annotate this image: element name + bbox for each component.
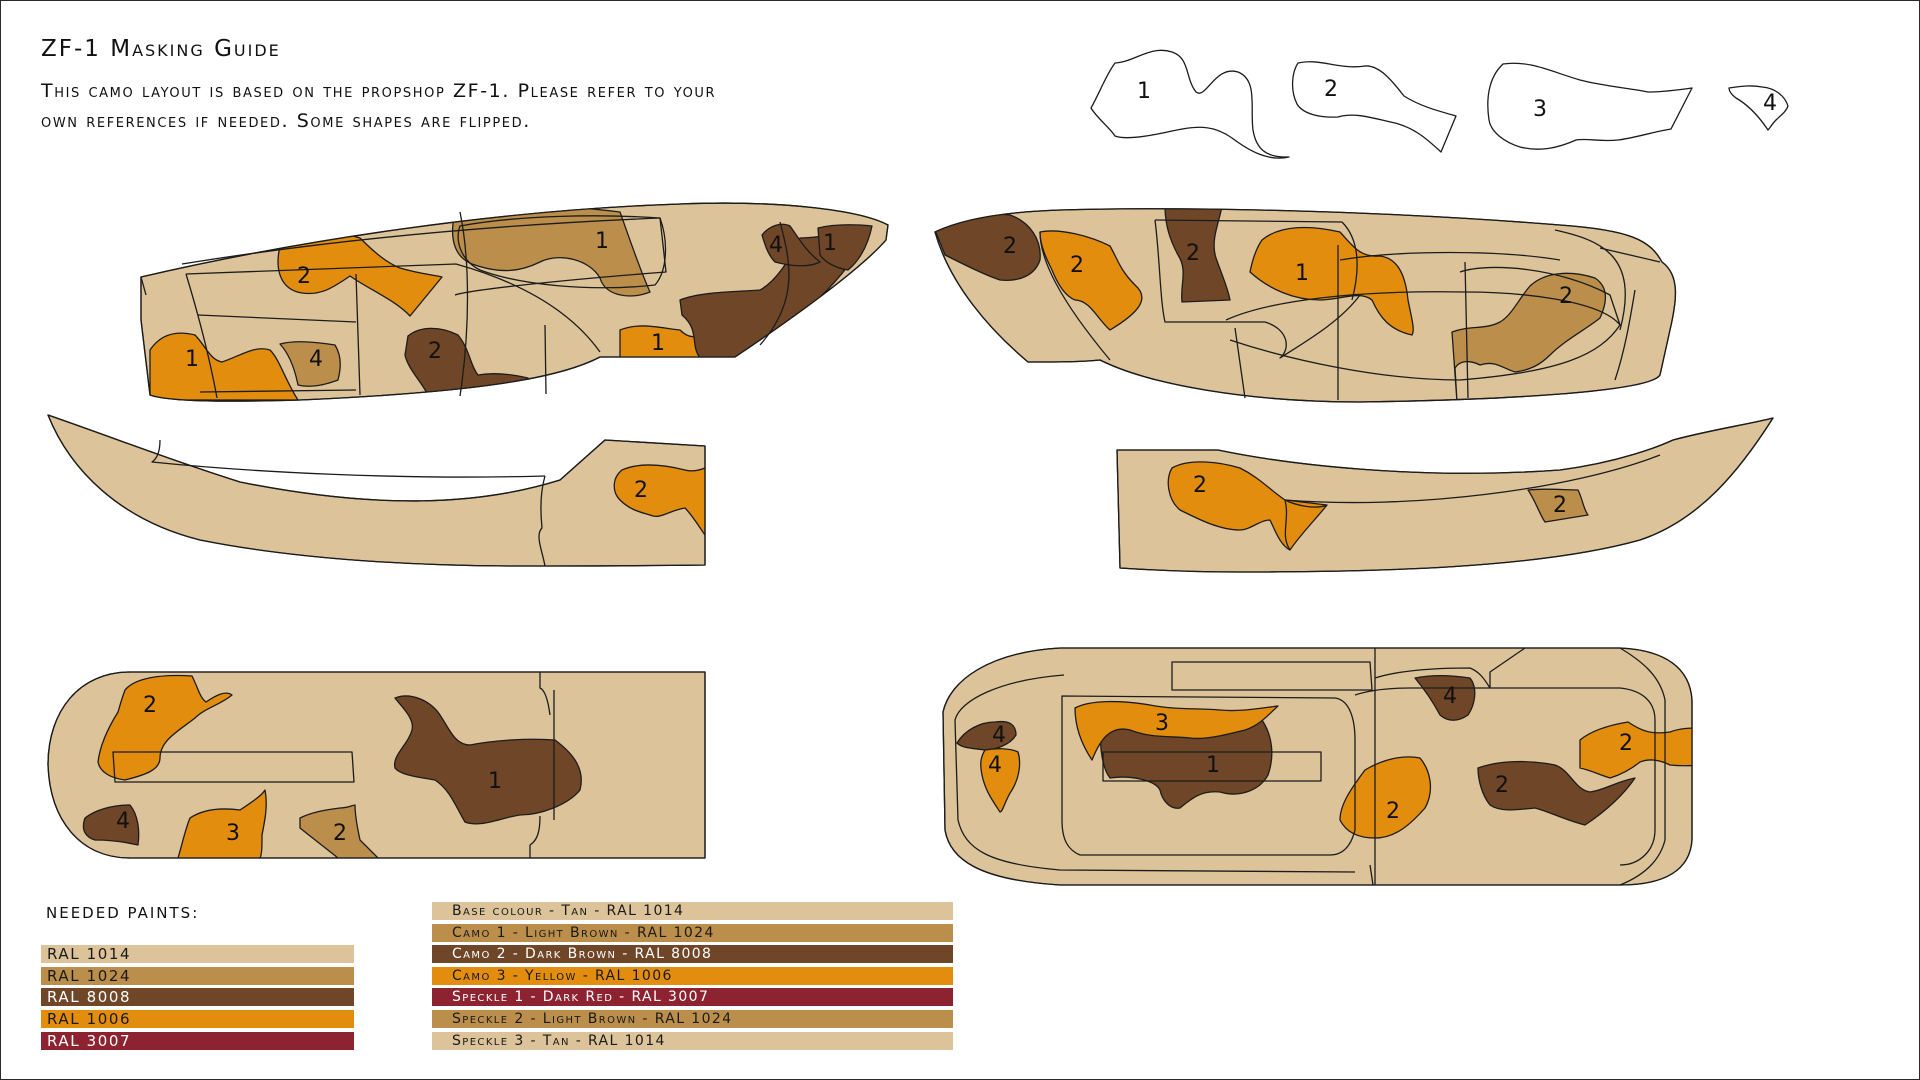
description-line-2: own references if needed. Some shapes ar… (41, 110, 531, 132)
stencil-shape-2 (1291, 61, 1457, 153)
stencil-shape-4 (1728, 85, 1789, 131)
stencil-shape-1 (1090, 49, 1290, 159)
legend-row-base-tan: Base colour - Tan - RAL 1014 (432, 902, 953, 920)
svg-text:3: 3 (1155, 711, 1169, 736)
hull-panel-left-upper (140, 202, 889, 402)
stencil-label-2: 2 (1324, 77, 1338, 102)
svg-text:3: 3 (226, 821, 240, 846)
needed-paints-heading: needed paints: (46, 904, 200, 922)
page-title: ZF-1 Masking Guide (41, 36, 281, 62)
svg-text:2: 2 (1186, 241, 1200, 266)
paint-swatch-ral-3007: RAL 3007 (41, 1032, 354, 1050)
svg-text:2: 2 (428, 339, 442, 364)
svg-text:4: 4 (309, 347, 323, 372)
panel-b-labels: 2 2 2 1 2 (1003, 234, 1573, 309)
panel-f-labels: 3 1 4 4 4 2 2 2 (988, 684, 1633, 824)
top-view-left (47, 671, 706, 859)
svg-text:2: 2 (1495, 773, 1509, 798)
panel-e-labels: 2 1 4 3 2 (116, 693, 502, 846)
svg-text:4: 4 (116, 809, 130, 834)
svg-text:4: 4 (988, 753, 1002, 778)
panel-a-labels: 1 2 1 4 2 1 4 1 (185, 229, 837, 372)
description-line-1: This camo layout is based on the propsho… (41, 80, 717, 102)
svg-text:1: 1 (823, 231, 837, 256)
paint-swatch-ral-1014: RAL 1014 (41, 945, 354, 963)
svg-text:2: 2 (1070, 253, 1084, 278)
svg-text:1: 1 (185, 347, 199, 372)
paint-swatch-ral-8008: RAL 8008 (41, 988, 354, 1006)
svg-text:4: 4 (1443, 684, 1457, 709)
stencil-shape-3 (1487, 62, 1693, 150)
stencil-label-1: 1 (1137, 79, 1151, 104)
svg-text:2: 2 (1619, 731, 1633, 756)
svg-text:1: 1 (1206, 753, 1220, 778)
svg-text:1: 1 (488, 769, 502, 794)
panel-c-label: 2 (634, 478, 648, 503)
stencil-label-3: 3 (1533, 97, 1547, 122)
page-description: This camo layout is based on the propsho… (41, 76, 1021, 136)
legend-row-camo-3: Camo 3 - Yellow - RAL 1006 (432, 967, 953, 985)
svg-text:1: 1 (1295, 261, 1309, 286)
svg-text:2: 2 (1193, 473, 1207, 498)
svg-text:2: 2 (143, 693, 157, 718)
svg-text:2: 2 (1559, 284, 1573, 309)
paint-swatch-ral-1024: RAL 1024 (41, 967, 354, 985)
svg-text:2: 2 (1386, 799, 1400, 824)
stencil-label-4: 4 (1763, 91, 1777, 116)
legend-row-speckle-3: Speckle 3 - Tan - RAL 1014 (432, 1032, 953, 1050)
panel-d-labels: 2 2 (1193, 473, 1567, 518)
side-strip-left (47, 414, 706, 567)
paint-swatch-ral-1006: RAL 1006 (41, 1010, 354, 1028)
stencil-labels: 1 2 3 4 (1137, 77, 1777, 122)
svg-text:2: 2 (297, 264, 311, 289)
side-strip-right (1116, 417, 1774, 573)
svg-text:2: 2 (333, 821, 347, 846)
svg-text:1: 1 (595, 229, 609, 254)
svg-text:1: 1 (651, 331, 665, 356)
legend-row-speckle-1: Speckle 1 - Dark Red - RAL 3007 (432, 988, 953, 1006)
legend-row-speckle-2: Speckle 2 - Light Brown - RAL 1024 (432, 1010, 953, 1028)
top-view-right (942, 647, 1693, 886)
svg-text:4: 4 (769, 233, 783, 258)
stencil-shapes (1090, 49, 1789, 159)
legend-row-camo-1: Camo 1 - Light Brown - RAL 1024 (432, 924, 953, 942)
svg-text:2: 2 (1553, 493, 1567, 518)
legend-row-camo-2: Camo 2 - Dark Brown - RAL 8008 (432, 945, 953, 963)
svg-text:2: 2 (1003, 234, 1017, 259)
hull-panel-right-upper (934, 208, 1677, 403)
svg-text:4: 4 (992, 723, 1006, 748)
